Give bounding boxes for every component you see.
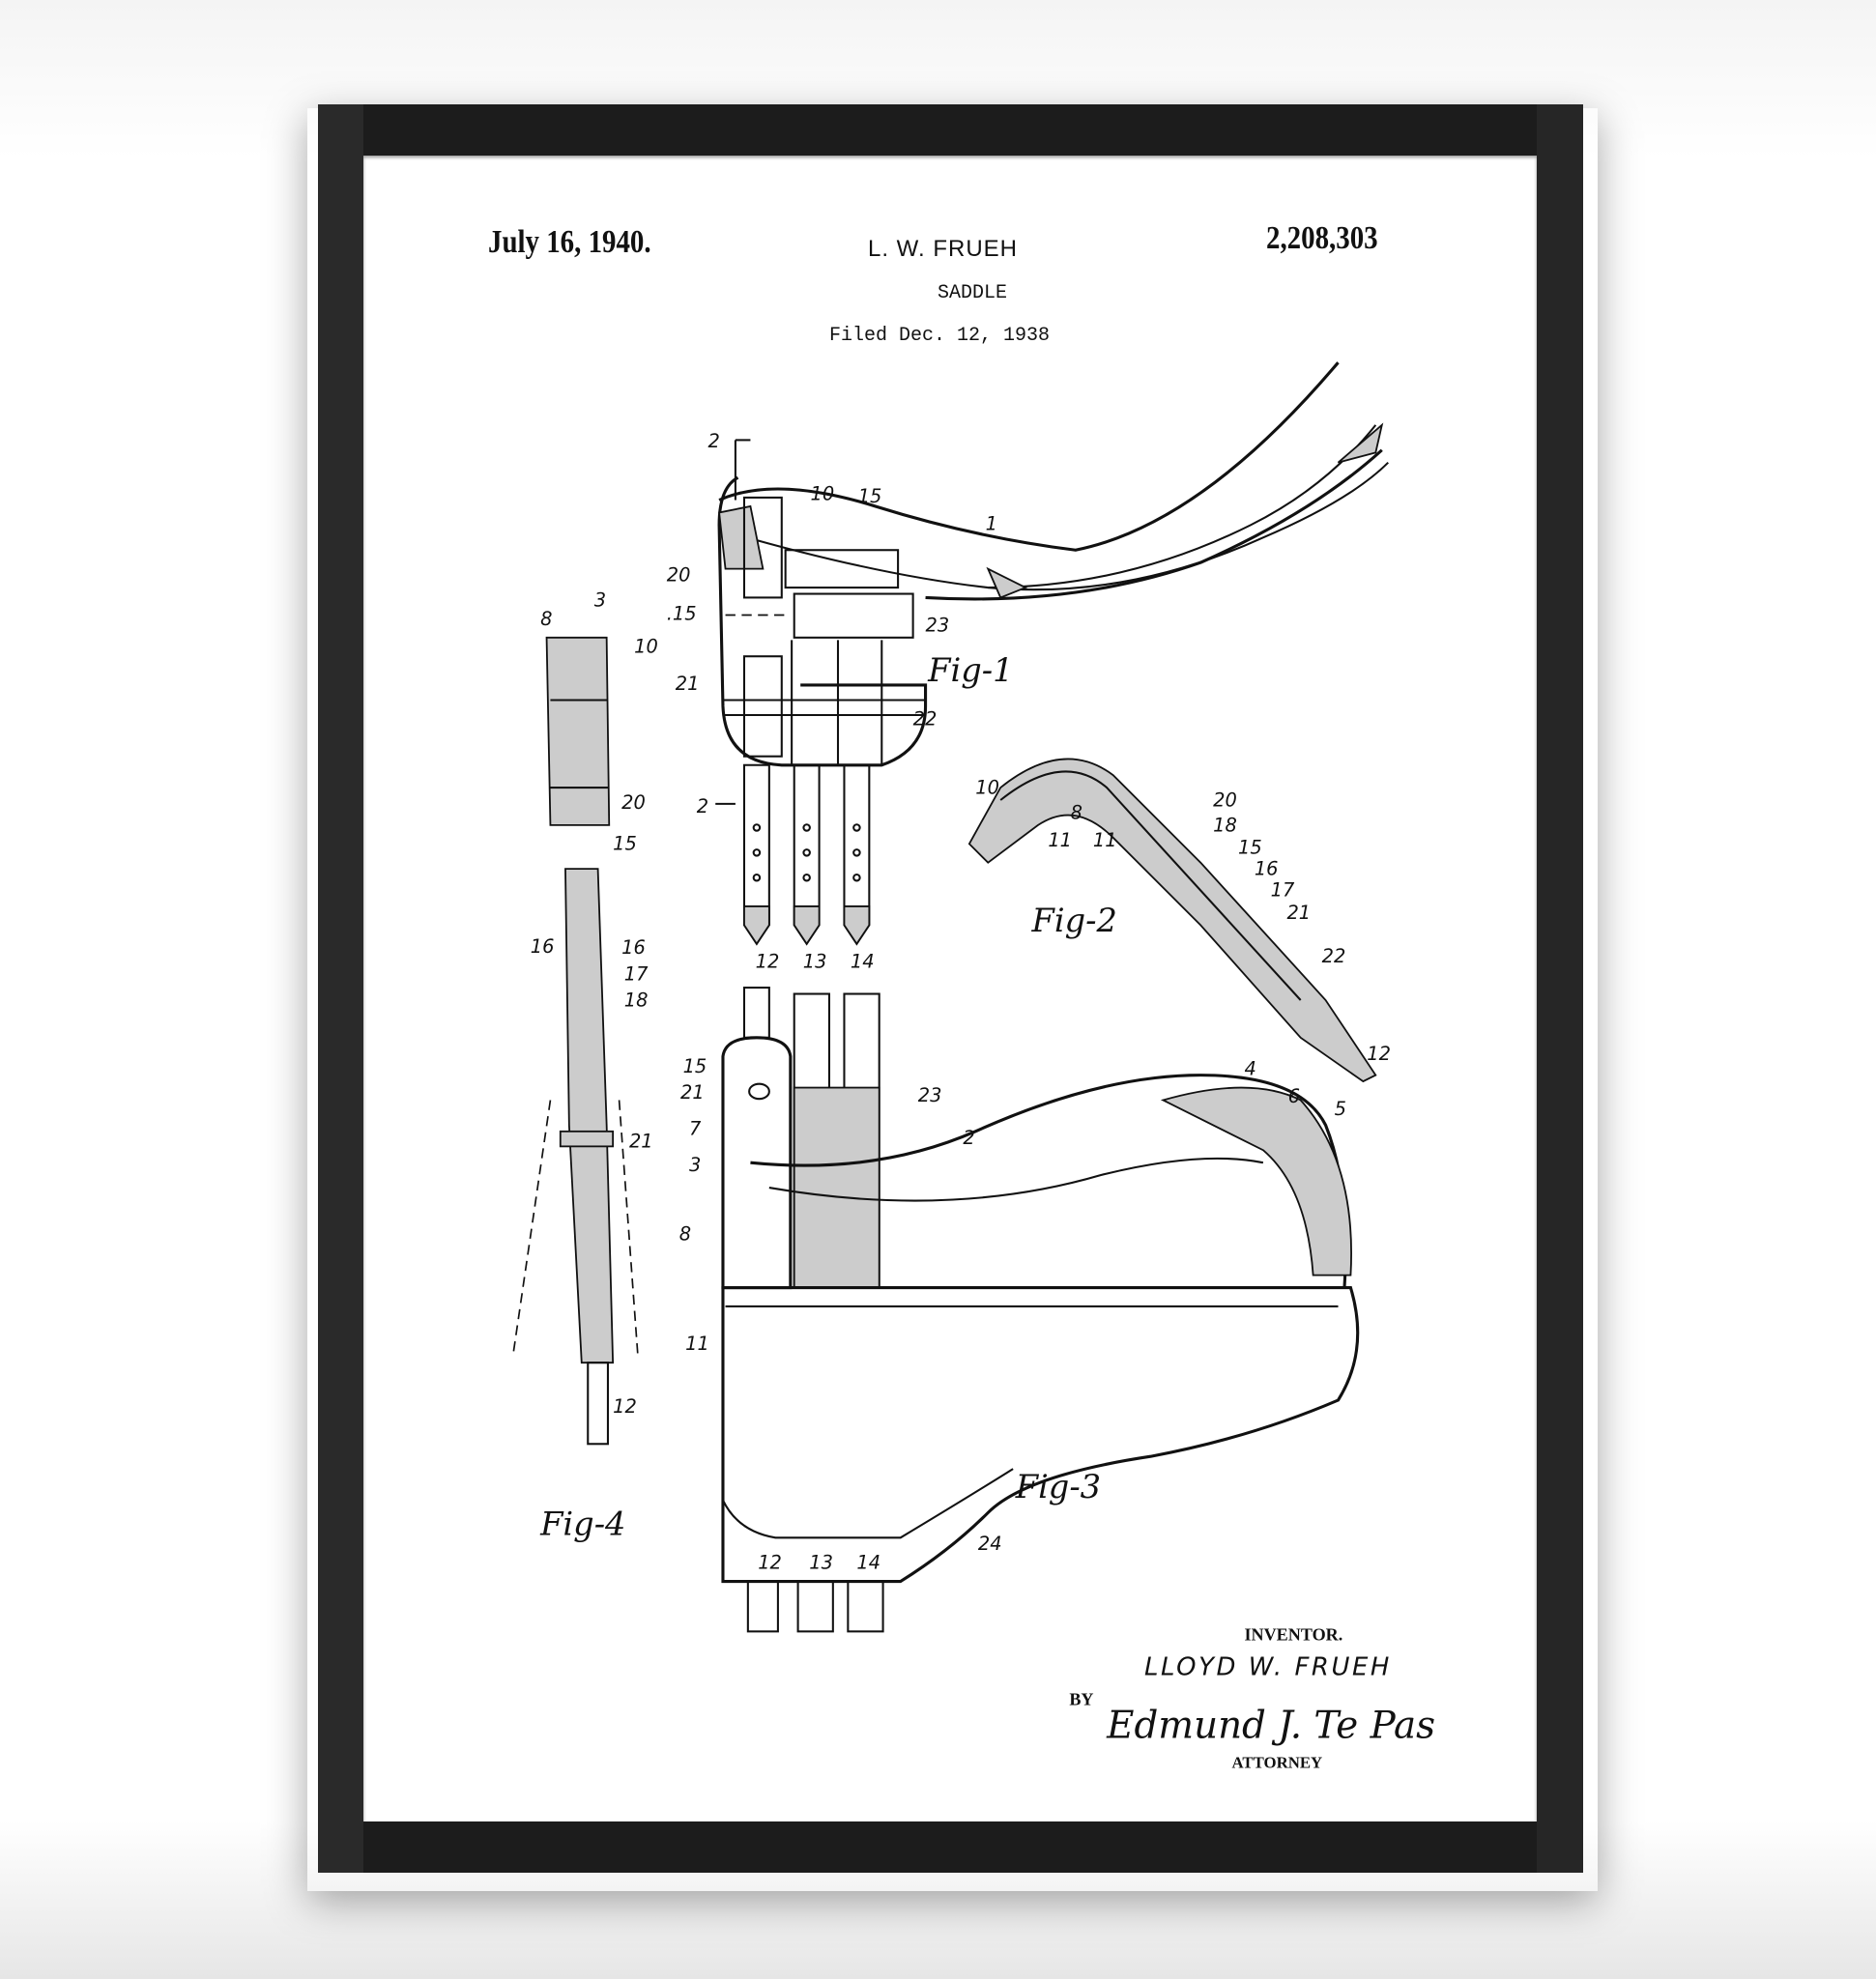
ref-numeral: 10 — [811, 482, 835, 504]
ref-numeral: 21 — [629, 1131, 653, 1153]
signature-block: INVENTOR. LLOYD W. FRUEH BY Edmund J. Te… — [1069, 1624, 1435, 1771]
figure-3-reference-numerals: 15 21 23 7 3 2 8 4 6 5 11 24 12 13 14 — [679, 1055, 1346, 1574]
figure-1-drawing — [715, 361, 1389, 946]
figure-2-drawing — [967, 758, 1377, 1083]
ref-numeral: 12 — [756, 950, 780, 972]
inventor-name: LLOYD W. FRUEH — [1144, 1653, 1392, 1682]
ref-numeral: 15 — [1238, 837, 1262, 859]
ref-numeral: 11 — [685, 1333, 709, 1355]
figure-1-reference-numerals: 2 10 15 1 20 .15 23 21 22 2 12 13 14 — [667, 430, 997, 972]
ref-numeral: 2 — [963, 1127, 974, 1149]
inventor-caption: INVENTOR. — [1244, 1624, 1342, 1644]
ref-numeral: 20 — [621, 791, 646, 814]
frame-left-edge — [318, 104, 363, 1873]
ref-numeral: 18 — [1213, 814, 1237, 836]
ref-numeral: 17 — [624, 962, 649, 985]
ref-numeral: 24 — [978, 1533, 1002, 1555]
attorney-caption: ATTORNEY — [1232, 1753, 1323, 1771]
ref-numeral: 7 — [689, 1118, 702, 1140]
patent-print — [363, 156, 1537, 1821]
ref-numeral: 15 — [858, 485, 882, 507]
ref-numeral: 2 — [697, 795, 708, 817]
fig-1-label: Fig-1 — [927, 651, 1013, 689]
attorney-signature: Edmund J. Te Pas — [1106, 1704, 1435, 1747]
figure-2-reference-numerals: 10 8 11 11 20 18 15 16 17 21 22 12 — [975, 777, 1391, 1066]
ref-numeral: 14 — [856, 1552, 880, 1574]
ref-numeral: 18 — [624, 989, 649, 1011]
ref-numeral: 21 — [1286, 902, 1311, 924]
fig-2-label: Fig-2 — [1031, 902, 1117, 939]
ref-numeral: 3 — [594, 588, 606, 611]
ref-numeral: 12 — [758, 1552, 782, 1574]
ref-numeral: 12 — [1367, 1043, 1391, 1065]
ref-numeral: 11 — [1093, 829, 1117, 851]
ref-numeral: 5 — [1335, 1098, 1346, 1120]
ref-numeral: 11 — [1048, 829, 1072, 851]
fig-4-label: Fig-4 — [539, 1506, 625, 1543]
ref-numeral: 15 — [683, 1055, 707, 1077]
figure-4-reference-numerals: 8 3 10 20 15 16 16 17 18 21 12 — [531, 588, 658, 1417]
ref-numeral: 8 — [679, 1222, 691, 1245]
patent-number: 2,208,303 — [1266, 220, 1378, 256]
figure-3-drawing — [721, 987, 1360, 1633]
ref-numeral: .15 — [667, 603, 697, 625]
ref-numeral: 3 — [689, 1154, 701, 1176]
ref-numeral: 23 — [926, 614, 950, 636]
ref-numeral: 14 — [851, 950, 875, 972]
ref-numeral: 23 — [918, 1084, 942, 1106]
inventor-short: L. W. FRUEH — [868, 236, 1019, 262]
ref-numeral: 10 — [634, 635, 658, 657]
ref-numeral: 15 — [613, 833, 637, 855]
ref-numeral: 13 — [803, 950, 827, 972]
ref-numeral: 17 — [1271, 879, 1295, 902]
ref-numeral: 22 — [913, 707, 938, 730]
ref-numeral: 22 — [1322, 945, 1346, 967]
ref-numeral: 12 — [613, 1395, 637, 1418]
ref-numeral: 20 — [1213, 789, 1237, 811]
ref-numeral: 10 — [975, 777, 999, 799]
filed-date: Filed Dec. 12, 1938 — [829, 325, 1051, 347]
ref-numeral: 13 — [809, 1552, 833, 1574]
patent-date: July 16, 1940. — [488, 224, 651, 260]
ref-numeral: 8 — [1071, 801, 1082, 823]
ref-numeral: 21 — [676, 673, 700, 695]
ref-numeral: 16 — [531, 935, 555, 958]
ref-numeral: 4 — [1244, 1058, 1255, 1080]
by-label: BY — [1069, 1690, 1093, 1709]
ref-numeral: 1 — [986, 513, 997, 535]
frame-right-edge — [1537, 104, 1583, 1873]
ref-numeral: 6 — [1288, 1085, 1300, 1107]
ref-numeral: 16 — [621, 936, 646, 959]
ref-numeral: 8 — [540, 608, 552, 630]
figure-4-drawing — [511, 636, 639, 1446]
fig-3-label: Fig-3 — [1015, 1468, 1101, 1506]
patent-title: SADDLE — [938, 282, 1008, 304]
ref-numeral: 16 — [1255, 858, 1279, 880]
ref-numeral: 2 — [707, 430, 719, 452]
ref-numeral: 21 — [680, 1081, 705, 1104]
ref-numeral: 20 — [667, 564, 691, 587]
